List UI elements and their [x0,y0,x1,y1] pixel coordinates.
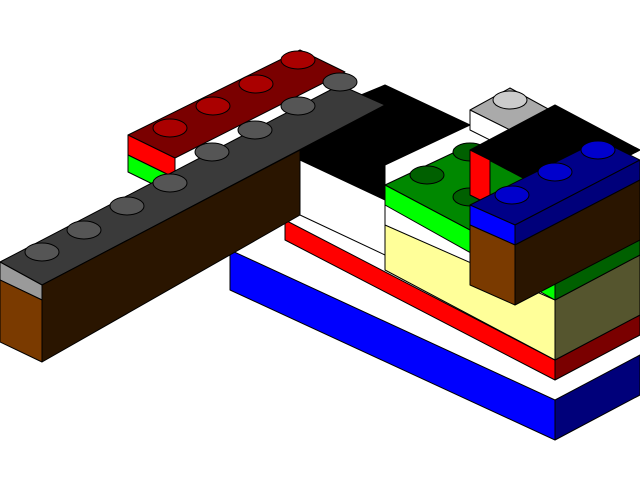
stud [537,162,573,182]
blue-brown-brick [469,139,640,306]
stud [152,173,188,193]
stud [494,185,530,205]
stud [322,72,358,92]
stud [280,96,316,116]
stud [492,90,528,110]
stud [580,140,616,160]
stud [24,242,60,262]
gray-long-brick [0,72,386,363]
stud [237,120,273,140]
stud [109,196,145,216]
stud [194,142,230,162]
stud [66,220,102,240]
stud [238,74,274,94]
blue-base-plate [229,249,640,441]
stud [195,96,231,116]
black-white-brick [299,84,471,256]
stud [280,50,316,70]
stud [152,118,188,138]
stud [409,165,445,185]
red-plate-layer [284,219,640,381]
